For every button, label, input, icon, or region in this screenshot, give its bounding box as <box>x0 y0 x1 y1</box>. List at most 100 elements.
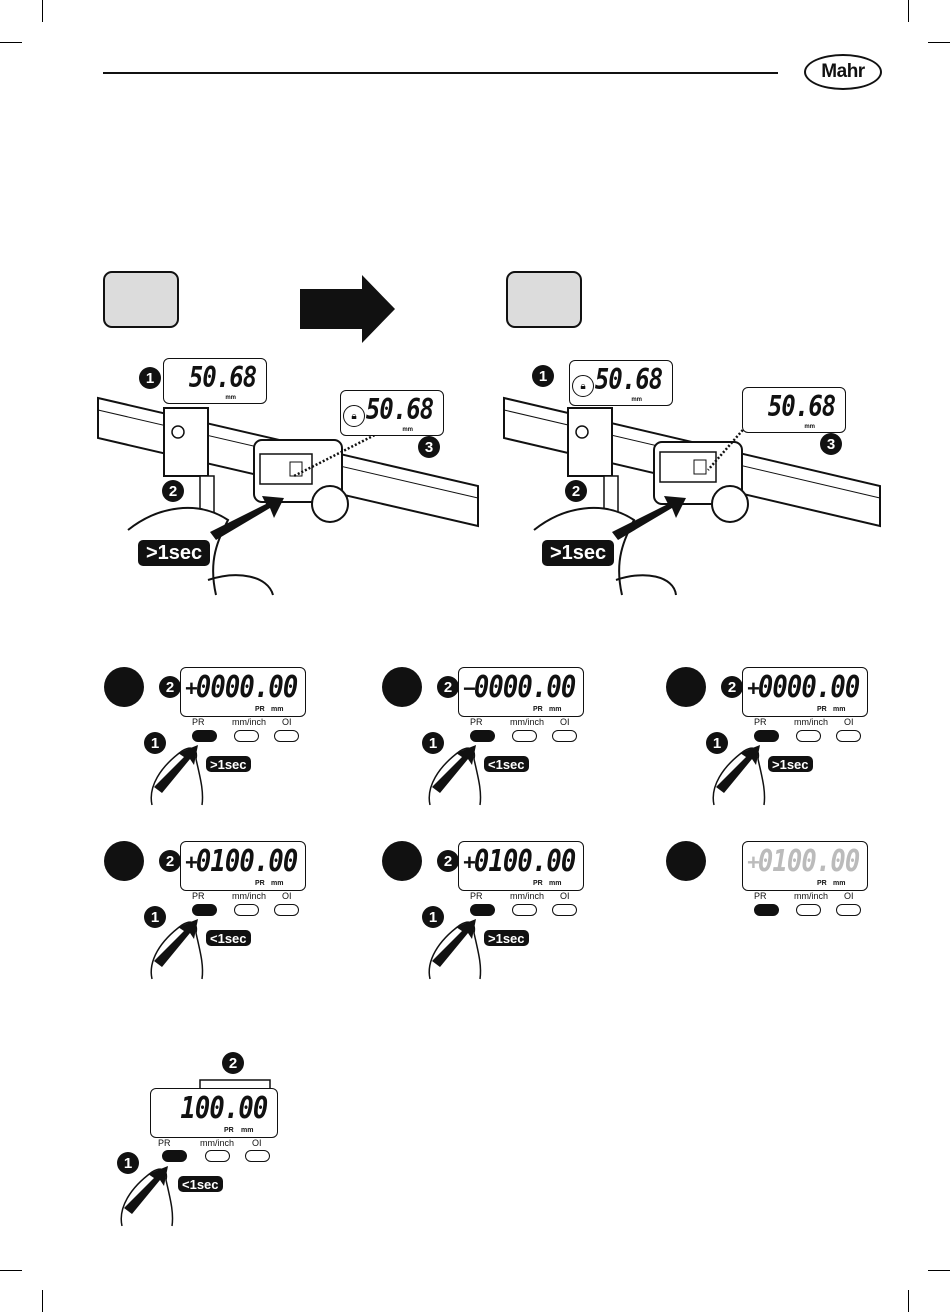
marker-2: 2 <box>162 480 184 502</box>
pr-button[interactable] <box>470 730 495 742</box>
step-circle <box>104 841 144 881</box>
press-duration-label: >1sec <box>768 756 813 772</box>
display-value: 50.68 <box>365 393 434 426</box>
finger-press-illustration <box>150 919 204 980</box>
mm-inch-button[interactable] <box>796 730 821 742</box>
step-display: + 0100.00 PR mm <box>458 841 584 891</box>
marker-1: 1 <box>144 732 166 754</box>
pr-button[interactable] <box>470 904 495 916</box>
bracket <box>199 1079 271 1088</box>
label-pr: PR <box>470 891 483 901</box>
pr-button[interactable] <box>754 904 779 916</box>
crop-mark <box>928 1270 950 1271</box>
finger-press-illustration <box>120 1166 174 1227</box>
press-duration-label: <1sec <box>206 930 251 946</box>
step-circle <box>382 667 422 707</box>
crop-mark <box>0 1270 22 1271</box>
display-value: 100.00 <box>179 1091 268 1126</box>
marker-1: 1 <box>532 365 554 387</box>
label-mm-inch: mm/inch <box>794 891 829 901</box>
marker-2: 2 <box>437 850 459 872</box>
step-display: + 0100.00 PR mm <box>742 841 868 891</box>
crop-mark <box>928 42 950 43</box>
pr-button[interactable] <box>192 904 217 916</box>
pr-button[interactable] <box>162 1150 187 1162</box>
oi-button[interactable] <box>245 1150 270 1162</box>
sign-indicator: + <box>185 676 198 701</box>
lock-icon: 🔒︎ <box>343 405 365 427</box>
display-value: 0100.00 <box>757 844 859 879</box>
press-duration-label: <1sec <box>178 1176 223 1192</box>
label-oi: OI <box>560 891 570 901</box>
label-pr: PR <box>754 891 767 901</box>
label-oi: OI <box>844 891 854 901</box>
crop-mark <box>42 1290 43 1312</box>
display-value: 0000.00 <box>757 670 859 705</box>
display-value: 50.68 <box>594 363 663 396</box>
step-display: − 0000.00 PR mm <box>458 667 584 717</box>
bottom-display: 100.00 PR mm <box>150 1088 278 1138</box>
pr-button[interactable] <box>192 730 217 742</box>
step-circle <box>382 841 422 881</box>
sign-indicator: + <box>185 850 198 875</box>
mm-inch-button[interactable] <box>512 904 537 916</box>
marker-1: 1 <box>422 732 444 754</box>
oi-button[interactable] <box>836 730 861 742</box>
marker-2: 2 <box>437 676 459 698</box>
mm-inch-button[interactable] <box>234 730 259 742</box>
label-mm-inch: mm/inch <box>232 717 267 727</box>
caliper-illustration-left <box>97 396 479 596</box>
crop-mark <box>908 0 909 22</box>
display-value: 0100.00 <box>473 844 575 879</box>
sign-indicator: + <box>463 850 476 875</box>
label-pr: PR <box>470 717 483 727</box>
marker-1: 1 <box>144 906 166 928</box>
finger-press-illustration <box>150 745 204 806</box>
label-mm-inch: mm/inch <box>200 1138 235 1148</box>
press-duration-label: >1sec <box>138 540 211 566</box>
step-circle <box>104 667 144 707</box>
oi-button[interactable] <box>274 904 299 916</box>
marker-1: 1 <box>422 906 444 928</box>
finger-press-illustration <box>428 919 482 980</box>
step-display: + 0000.00 PR mm <box>742 667 868 717</box>
label-oi: OI <box>844 717 854 727</box>
marker-1: 1 <box>706 732 728 754</box>
callout-display-right: 🔒︎ 50.68 mm <box>569 360 673 406</box>
marker-1: 1 <box>139 367 161 389</box>
oi-button[interactable] <box>274 730 299 742</box>
mode-box-right <box>506 271 582 328</box>
marker-2: 2 <box>159 676 181 698</box>
pr-button[interactable] <box>754 730 779 742</box>
marker-1: 1 <box>117 1152 139 1174</box>
mm-inch-button[interactable] <box>205 1150 230 1162</box>
label-oi: OI <box>282 891 292 901</box>
finger-press-illustration <box>428 745 482 806</box>
label-pr: PR <box>192 891 205 901</box>
marker-2: 2 <box>565 480 587 502</box>
mm-inch-button[interactable] <box>796 904 821 916</box>
label-oi: OI <box>560 717 570 727</box>
crop-mark <box>0 42 22 43</box>
display-value: 0000.00 <box>473 670 575 705</box>
step-display: + 0000.00 PR mm <box>180 667 306 717</box>
step-circle <box>666 841 706 881</box>
press-duration-label: >1sec <box>206 756 251 772</box>
arrow-right-icon <box>300 275 395 343</box>
label-oi: OI <box>282 717 292 727</box>
press-duration-label: >1sec <box>484 930 529 946</box>
oi-button[interactable] <box>552 730 577 742</box>
oi-button[interactable] <box>552 904 577 916</box>
oi-button[interactable] <box>836 904 861 916</box>
label-pr: PR <box>192 717 205 727</box>
sign-indicator: − <box>463 676 476 701</box>
label-mm-inch: mm/inch <box>510 717 545 727</box>
mm-inch-button[interactable] <box>234 904 259 916</box>
mm-inch-button[interactable] <box>512 730 537 742</box>
display-value: 50.68 <box>767 390 836 423</box>
device-display-left: 🔒︎ 50.68 mm <box>340 390 444 436</box>
display-value: 50.68 <box>188 361 257 394</box>
label-pr: PR <box>754 717 767 727</box>
label-mm-inch: mm/inch <box>794 717 829 727</box>
step-display: + 0100.00 PR mm <box>180 841 306 891</box>
